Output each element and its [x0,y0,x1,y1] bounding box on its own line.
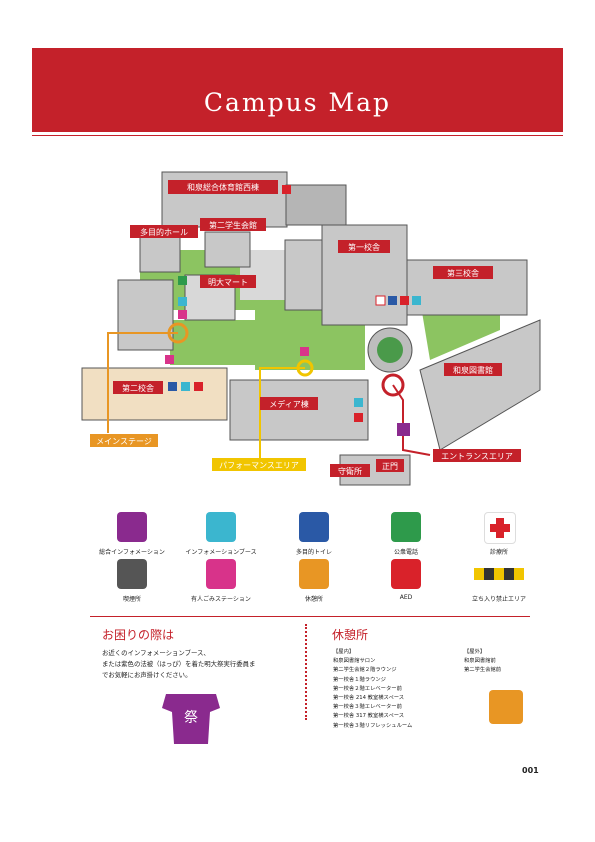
info-cyan-icon [354,398,363,407]
section-divider [90,616,530,617]
aed-icon [400,296,409,305]
info-purple-icon [397,423,410,436]
label-meidai-mart: 明大マート [208,277,248,287]
happi-icon: 祭 [162,694,220,744]
label-izumi-gym-west: 和泉総合体育館西棟 [187,182,259,192]
callout-entrance-area: エントランスエリア [441,452,513,461]
aed-icon [391,559,421,589]
callout-performance-area: パフォーマンスエリア [219,461,299,470]
list-item: 和泉図書館サロン [333,658,376,665]
map-icons [165,185,421,436]
rest-indoor-list: 【屋内】 和泉図書館サロン 第二学生会館２階ラウンジ 第一校舎１階ラウンジ 第一… [333,648,412,731]
list-item: 和泉図書館前 [464,658,496,665]
campus-map: 和泉総合体育館西棟 多目的ホール 第二学生会館 第一校舎 第三校舎 明大マート … [81,171,541,486]
rest-icon [299,559,329,589]
phone-icon [391,512,421,542]
label-guard-office: 守衛所 [338,466,362,476]
trash-icon [178,310,187,319]
trash-icon [165,355,174,364]
label-media-building: メディア棟 [269,399,308,409]
wheelchair-icon [388,296,397,305]
list-item: 第一校舎１階ラウンジ [333,676,386,683]
legend-label: 診療所 [489,549,509,556]
list-item: 第一校舎 214 教室横スペース [333,695,405,702]
header-rule [32,135,563,136]
list-item: 第一校舎３階リフレッシュルーム [333,722,413,729]
phone-icon [178,276,187,285]
info-cyan-icon [178,297,187,306]
trash-icon [300,347,309,356]
legend-label: 喫煙所 [122,596,142,603]
info-cyan-icon [206,512,236,542]
list-item: 第一校舎２階エレベーター前 [333,685,402,692]
legend-label: 総合インフォメーション [99,549,165,556]
help-title: お困りの際は [102,628,175,642]
first-aid-icon [375,295,386,306]
label-multipurpose-hall: 多目的ホール [140,227,188,237]
help-line: お近くのインフォメーションブース、 [102,649,210,657]
list-header: 【屋外】 [464,649,486,655]
aed-icon [354,413,363,422]
legend-label: AED [399,594,413,601]
aed-icon [282,185,291,194]
happi-char: 祭 [184,710,198,726]
smoking-icon [117,559,147,589]
list-item: 第二学生会館２階ラウンジ [333,667,397,674]
trash-icon [206,559,236,589]
help-line: でお気軽にお声掛けください。 [102,671,192,679]
info-cyan-icon [412,296,421,305]
header-banner: Campus Map [32,48,563,132]
aed-icon [194,382,203,391]
label-main-gate: 正門 [382,462,398,471]
legend-label: 公衆電話 [393,549,419,556]
wheelchair-icon [299,512,329,542]
list-item: 第一校舎３階エレベーター前 [333,704,402,711]
first-aid-icon [484,512,516,544]
legend-label: 多目的トイレ [295,549,333,556]
page-number: 001 [522,766,539,775]
no-entry-icon [474,568,524,580]
label-third-building: 第三校舎 [447,268,479,278]
help-line: または紫色の法被（はっぴ）を着た明大祭実行委員ま [102,660,256,668]
list-item: 第二学生会館前 [464,667,502,674]
page-title: Campus Map [203,88,392,117]
callout-main-stage: メインステージ [96,437,152,446]
label-second-building: 第二校舎 [122,383,154,393]
section-dots [305,624,309,720]
building-labels: 和泉総合体育館西棟 多目的ホール 第二学生会館 第一校舎 第三校舎 明大マート … [113,180,502,477]
wheelchair-icon [168,382,177,391]
help-text: お近くのインフォメーションブース、 または紫色の法被（はっぴ）を着た明大祭実行委… [102,648,292,681]
label-first-building: 第一校舎 [348,242,380,252]
callout-labels: メインステージ パフォーマンスエリア エントランスエリア [90,434,521,471]
legend-label: 有人ごみステーション [191,596,251,603]
legend-label: 立ち入り禁止エリア [471,596,527,603]
list-item: 第一校舎 317 教室横スペース [333,713,405,720]
rest-title: 休憩所 [332,628,369,642]
info-purple-icon [117,512,147,542]
list-header: 【屋内】 [333,649,355,655]
legend-label: 休憩所 [304,596,324,603]
label-second-student-hall: 第二学生会館 [209,220,257,230]
rest-icon [489,690,523,724]
label-library: 和泉図書館 [453,365,493,375]
info-cyan-icon [181,382,190,391]
rest-outdoor-list: 【屋外】 和泉図書館前 第二学生会館前 [464,648,501,676]
legend-label: インフォメーションブース [185,549,257,556]
